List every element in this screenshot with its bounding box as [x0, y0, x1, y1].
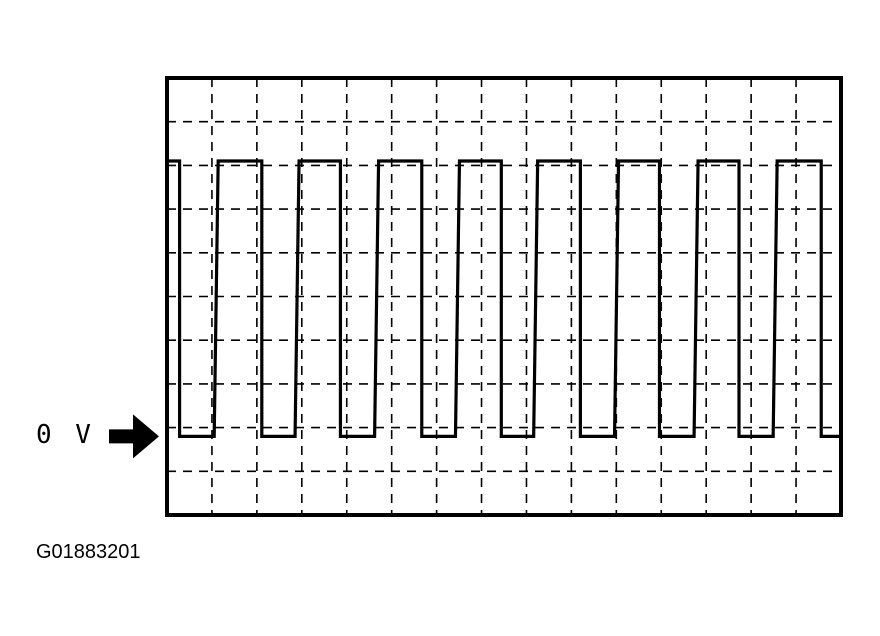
zero-volt-label: 0 V — [36, 420, 95, 450]
arrow-shape — [109, 414, 159, 459]
right-arrow-icon — [109, 414, 159, 459]
scope-frame — [165, 76, 843, 517]
figure-id: G01883201 — [36, 541, 141, 563]
grid — [167, 78, 841, 515]
waveform — [169, 159, 839, 438]
square-wave-trace — [169, 159, 839, 438]
